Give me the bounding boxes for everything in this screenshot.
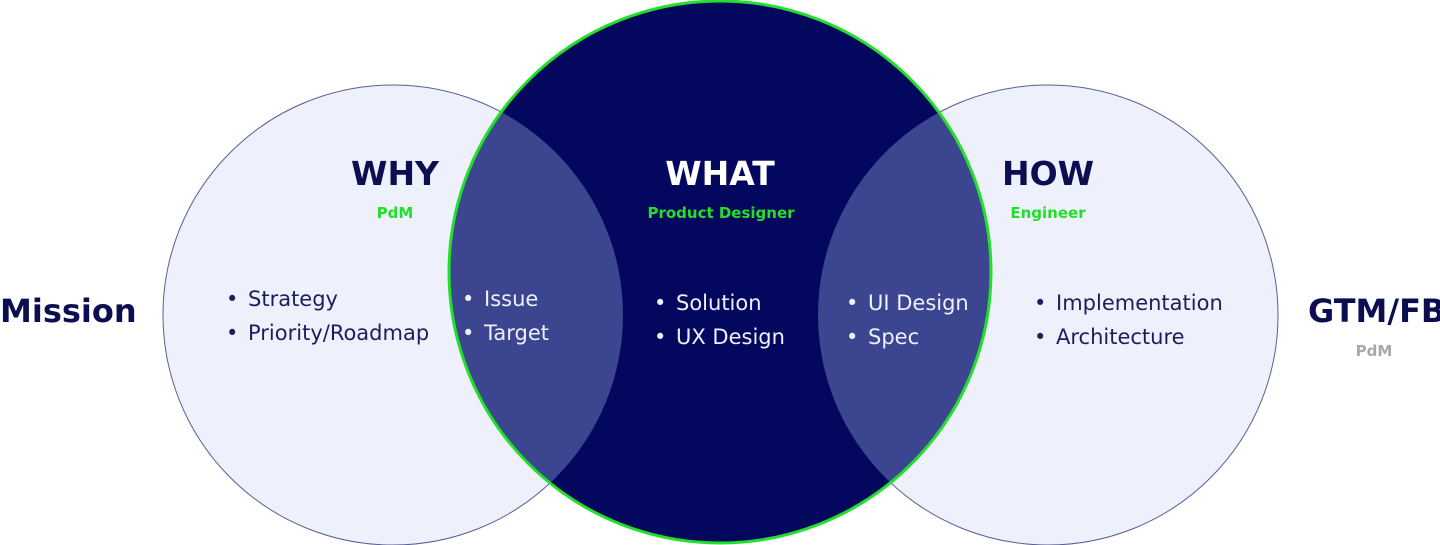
list-item: Architecture: [1034, 320, 1223, 354]
why-what-list: Issue Target: [462, 282, 549, 350]
mission-label: Mission: [0, 292, 137, 330]
what-how-list: UI Design Spec: [846, 286, 969, 354]
how-role: Engineer: [1010, 204, 1086, 222]
list-item: Target: [462, 316, 549, 350]
list-item: Spec: [846, 320, 969, 354]
list-item: Solution: [654, 286, 785, 320]
why-title: WHY: [351, 154, 439, 193]
list-item: UX Design: [654, 320, 785, 354]
gtm-fb-label: GTM/FB: [1308, 292, 1440, 330]
what-list: Solution UX Design: [654, 286, 785, 354]
why-what-overlap: [449, 85, 623, 543]
what-circle-outline: [447, 0, 993, 545]
what-title: WHAT: [665, 154, 775, 193]
what-how-overlap: [818, 85, 991, 543]
why-list: Strategy Priority/Roadmap: [226, 282, 429, 350]
how-title: HOW: [1001, 154, 1095, 193]
list-item: Priority/Roadmap: [226, 316, 429, 350]
list-item: Issue: [462, 282, 549, 316]
what-role: Product Designer: [647, 204, 795, 222]
list-item: Strategy: [226, 282, 429, 316]
why-role: PdM: [376, 204, 414, 222]
how-list: Implementation Architecture: [1034, 286, 1223, 354]
list-item: Implementation: [1034, 286, 1223, 320]
gtm-fb-role: PdM: [1355, 342, 1393, 360]
list-item: UI Design: [846, 286, 969, 320]
